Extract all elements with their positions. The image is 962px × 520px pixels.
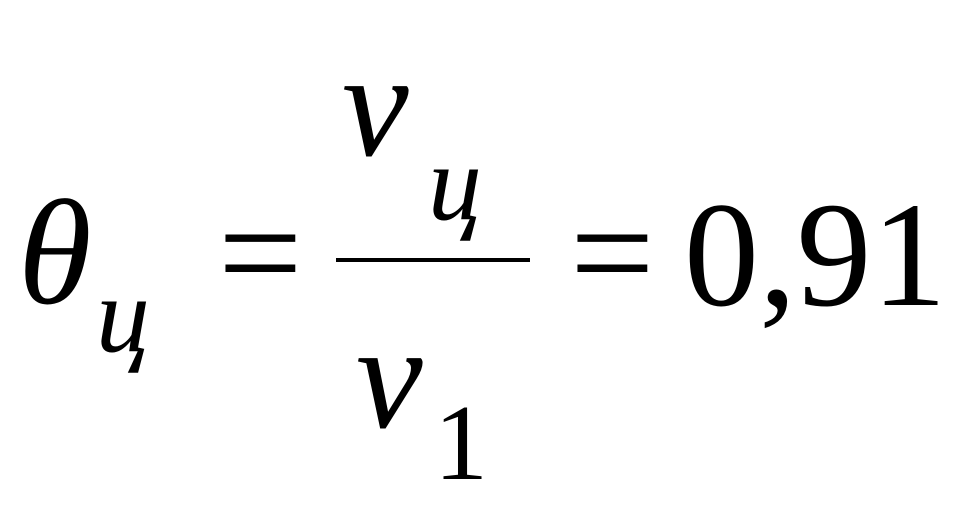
fraction-bar bbox=[336, 258, 530, 262]
equals-sign: = bbox=[218, 170, 303, 336]
result-value: 0,91 bbox=[684, 172, 947, 338]
denominator-symbol: v bbox=[356, 294, 423, 460]
theta-symbol: θ bbox=[18, 170, 92, 336]
denominator-subscript: 1 bbox=[434, 384, 488, 503]
theta-subscript: ц bbox=[96, 256, 150, 375]
numerator-subscript: ц bbox=[428, 124, 482, 243]
equals-sign-result: = bbox=[570, 170, 655, 336]
numerator-symbol: v bbox=[342, 22, 409, 188]
